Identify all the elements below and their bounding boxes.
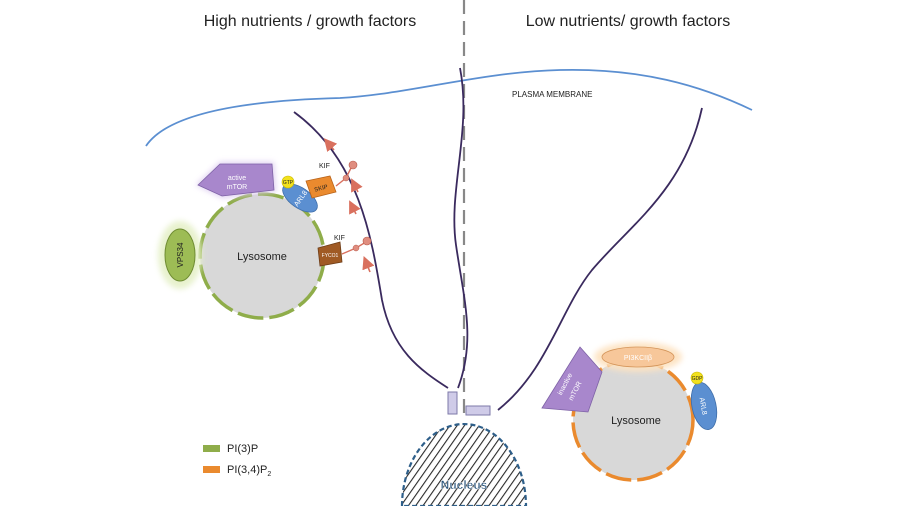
legend-label-pi3p: PI(3)P [227,443,258,455]
active-mtor-line2: mTOR [227,184,247,191]
gtp-label: GTP [283,180,294,186]
kif-motor-top: KIF [319,160,358,187]
right-panel-title: Low nutrients/ growth factors [526,13,731,30]
lysosome-right: Lysosome [571,358,695,482]
skip-label: SKIP [314,184,329,193]
legend-label-pi34p2-sub: 2 [267,471,271,478]
gdp-label: GDP [692,376,704,382]
microtubule-center [453,67,469,389]
kif-top-label: KIF [319,163,330,170]
gdp-badge: GDP [690,371,704,385]
legend-label-pi34p2: PI(3,4)P2 [227,464,271,478]
arrow-3 [349,200,361,215]
lysosome-left: Lysosome [198,192,326,320]
centriole-vertical [447,391,458,415]
pi3kc2b-label: PI3KCIIβ [624,355,652,362]
active-mtor-line1: active [228,175,246,182]
arl8-right-label: ARL8 [698,397,708,416]
arrow-1 [323,138,338,153]
nucleus-label: Nucleus [441,478,488,492]
transport-arrows [323,138,375,273]
legend-label-pi34p2-main: PI(3,4)P [227,464,267,476]
skip: SKIP [305,175,337,199]
fyco1: FYCO1 [317,241,343,267]
fyco1-label: FYCO1 [322,253,339,259]
vps34: VPS34 [158,221,202,289]
lysosome-right-label: Lysosome [611,415,661,427]
legend-swatch-pi34p2 [203,466,220,473]
kif-bottom-label: KIF [334,235,345,242]
arl8-left: ARL8 [282,183,318,213]
legend: PI(3)P PI(3,4)P2 [203,443,271,478]
microtubule-left [293,111,449,389]
inactive-mtor: inactive mTOR [541,346,603,413]
plasma-membrane [145,68,753,147]
legend-swatch-pi3p [203,445,220,452]
nucleus: Nucleus [400,422,528,506]
left-panel-title: High nutrients / growth factors [204,13,417,30]
plasma-membrane-label: PLASMA MEMBRANE [512,90,592,99]
kif-motor-bottom: KIF [334,235,372,255]
vps34-label: VPS34 [176,242,185,267]
active-mtor: active mTOR [196,162,276,198]
centriole-horizontal [465,405,491,416]
microtubule-right-top [497,107,703,411]
lysosome-left-label: Lysosome [237,251,287,263]
arrow-4 [362,256,375,273]
pi3kc2b: PI3KCIIβ [594,342,682,372]
gtp-badge: GTP [281,175,295,189]
arrow-2 [351,178,363,193]
